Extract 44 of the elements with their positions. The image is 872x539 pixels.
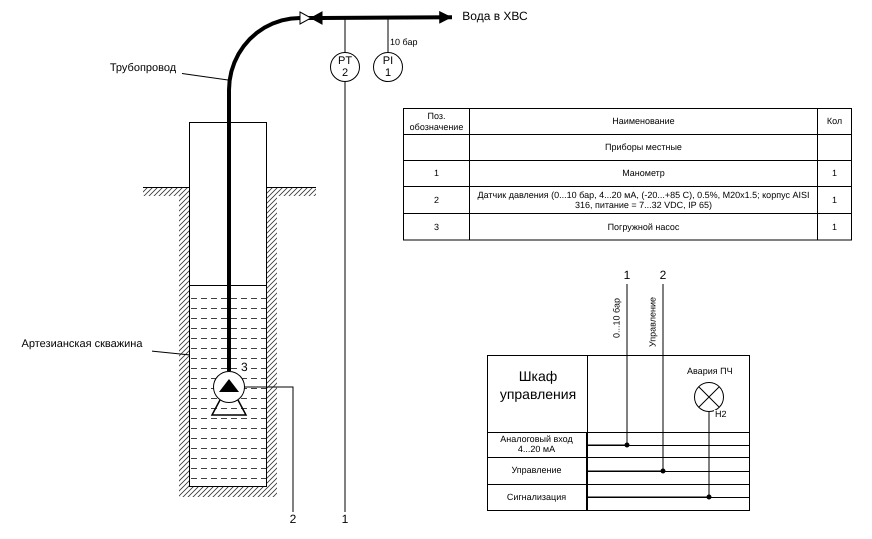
terminal-row: Сигнализация [487,484,587,511]
connector-number: 2 [657,268,669,284]
leader-line [152,350,190,356]
connector-number: 1 [339,512,351,528]
signal-line [586,412,710,498]
terminal-row: Управление [487,457,587,484]
table-entry: Манометр [621,167,666,180]
connector-number: 2 [287,512,299,528]
instrument-bubble: PT 2 [330,52,360,82]
edge-label: Управление [648,296,658,348]
table-entry: 1 [432,167,440,180]
group-heading: Приборы местные [604,141,683,154]
table-entry: 1 [830,194,838,207]
column-header: Кол [826,115,844,128]
column-header: Поз. обозначение [408,110,464,134]
signal-line [586,284,664,472]
flow-label: Вода в ХВС [452,8,538,26]
table-entry: 2 [432,194,440,207]
well-casing [189,122,267,487]
indicator-lamp [694,382,724,412]
signal-line [586,284,628,446]
lamp-label: Авария ПЧ [686,367,734,376]
leader-line [182,73,228,80]
lamp-designation: H2 [714,410,728,419]
cabinet-title: Шкаф управления [498,368,578,403]
part-label: Трубопровод [104,60,182,76]
table-entry: 1 [830,167,838,180]
signal-line [344,82,346,512]
table-entry: Погружной насос [606,220,680,234]
callout-number: 3 [240,361,249,373]
table-entry: 1 [830,220,838,234]
impulse-line [344,18,346,52]
part-label: Артезианская скважина [12,336,152,352]
column-header: Наименование [611,115,676,128]
connector-number: 1 [621,268,633,284]
value-label: 10 бар [389,38,418,47]
instrument-bubble: PI 1 [373,52,403,82]
table-entry: 3 [432,220,440,234]
terminal-row: Аналоговый вход 4...20 мА [487,432,587,457]
pipeline-arrow [227,10,452,371]
table-entry: Датчик давления (0...10 бар, 4...20 мА, (-20...+85 С), 0.5%, M20x1.5; корпус AISI 316, питание = 7...32 VDC, IP 65) [476,188,810,212]
signal-line [244,386,294,512]
pump-symbol [213,371,245,403]
edge-label: 0...10 бар [612,297,622,339]
